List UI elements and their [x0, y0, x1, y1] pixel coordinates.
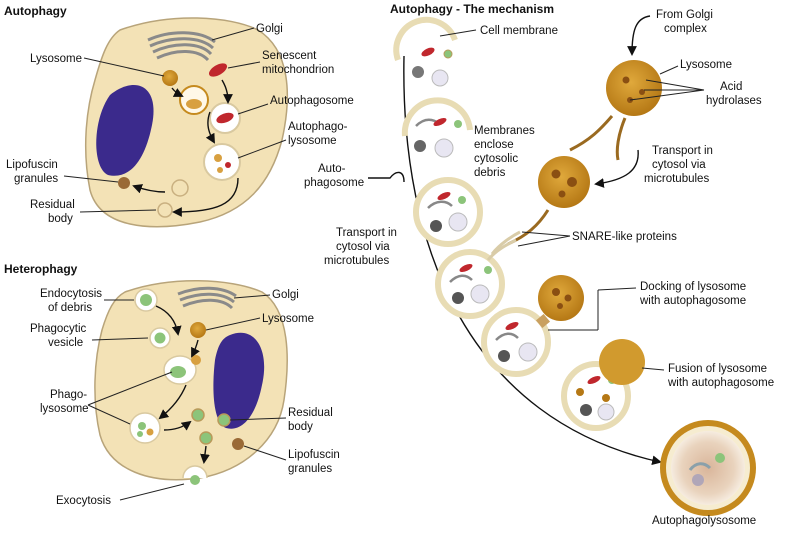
label-senescent-2: mitochondrion: [262, 64, 334, 76]
label-phagolysosome-2: lysosome: [40, 403, 89, 415]
label-acid-1: Acid: [720, 81, 742, 93]
label-lysosome-3: Lysosome: [680, 59, 732, 71]
label-phagolysosome-1: Phago-: [50, 389, 87, 401]
exocytosis-icon: [182, 465, 208, 479]
lipofuscin-icon: [232, 438, 244, 450]
label-exocytosis: Exocytosis: [56, 495, 111, 507]
golgi-icon: [177, 286, 237, 310]
enclosing-membrane-icon: [401, 97, 473, 158]
snare-proteins-icon: [486, 230, 521, 261]
label-lysosome: Lysosome: [30, 53, 82, 65]
residual-body-icon-2: [157, 202, 173, 218]
label-fusion-2: with autophagosome: [667, 377, 774, 389]
label-acid-2: hydrolases: [706, 95, 762, 107]
label-residual-2: body: [48, 213, 73, 225]
label-golgi-2: Golgi: [272, 289, 299, 301]
mechanism-title: Autophagy - The mechanism: [390, 2, 554, 16]
phagophore-icon: [393, 16, 458, 87]
heterophagy-cell: [94, 280, 288, 485]
autophagolysosome-final-icon: [660, 420, 756, 516]
residual-body-icon-3: [199, 431, 213, 445]
label-membranes-2: enclose: [474, 139, 514, 151]
label-docking-1: Docking of lysosome: [640, 281, 746, 293]
autophagolysosome-icon: [203, 143, 241, 181]
label-membranes-4: debris: [474, 167, 506, 179]
label-residual-body-1: Residual: [288, 407, 333, 419]
label-autophagosome-2: phagosome: [304, 177, 364, 189]
label-transport-left-2: cytosol via: [336, 241, 390, 253]
lipofuscin-icon: [118, 177, 130, 189]
residual-body-icon-2: [217, 413, 231, 427]
label-senescent-1: Senescent: [262, 50, 317, 62]
label-transport-left-1: Transport in: [336, 227, 397, 239]
mitochondrion-icon: [208, 63, 228, 77]
label-residual-1: Residual: [30, 199, 75, 211]
label-lipofuscin-1: Lipofuscin: [6, 159, 58, 171]
heterophagy-title: Heterophagy: [4, 262, 78, 276]
autophagy-title: Autophagy: [4, 4, 67, 18]
docking-autophagosome-icon: [481, 307, 551, 377]
label-lipofuscin-2: granules: [14, 173, 58, 185]
label-transport-right-2: cytosol via: [652, 159, 706, 171]
label-transport-left-3: microtubules: [324, 255, 389, 267]
label-endocytosis-2: of debris: [48, 302, 92, 314]
label-golgi: Golgi: [256, 23, 283, 35]
label-membranes-1: Membranes: [474, 125, 535, 137]
label-residual-body-2: body: [288, 421, 313, 433]
label-fusion-1: Fusion of lysosome: [668, 363, 767, 375]
autophagosome-transport-icon: [435, 249, 505, 319]
autophagosome-stage-icon: [413, 177, 483, 247]
label-cell-membrane: Cell membrane: [480, 25, 558, 37]
label-autophagosome: Autophagosome: [270, 95, 354, 107]
label-lipofuscin-3: Lipofuscin: [288, 449, 340, 461]
golgi-icon: [147, 31, 216, 62]
lysosome-stage-3-icon: [535, 275, 584, 329]
label-phagocytic-2: vesicle: [48, 337, 83, 349]
label-lysosome-2: Lysosome: [262, 313, 314, 325]
label-transport-right-1: Transport in: [652, 145, 713, 157]
mechanism-panel: [368, 15, 756, 516]
label-autophagolysosome-2: lysosome: [288, 135, 337, 147]
lysosome-stage-1-icon: [569, 60, 662, 161]
label-autophagosome-1: Auto-: [318, 163, 346, 175]
nucleus: [96, 85, 154, 176]
lysosome-icon: [190, 322, 206, 338]
label-membranes-3: cytosolic: [474, 153, 518, 165]
residual-body-icon: [191, 408, 205, 422]
label-docking-2: with autophagosome: [639, 295, 746, 307]
label-from-golgi-2: complex: [664, 23, 707, 35]
lysosome-stage-2-icon: [507, 156, 590, 246]
label-phagocytic-1: Phagocytic: [30, 323, 87, 335]
residual-body-icon: [171, 179, 189, 197]
nucleus: [213, 332, 265, 429]
label-autophagolysosome: Autophagolysosome: [652, 515, 756, 527]
label-endocytosis-1: Endocytosis: [40, 288, 102, 300]
label-transport-right-3: microtubules: [644, 173, 709, 185]
label-autophagolysosome-1: Autophago-: [288, 121, 348, 133]
autophagy-cell: [84, 17, 289, 228]
label-lipofuscin-4: granules: [288, 463, 332, 475]
label-snare: SNARE-like proteins: [572, 231, 677, 243]
label-from-golgi-1: From Golgi: [656, 9, 713, 21]
lysosome-stage-4-icon: [599, 339, 645, 385]
lysosome-icon: [162, 70, 178, 86]
